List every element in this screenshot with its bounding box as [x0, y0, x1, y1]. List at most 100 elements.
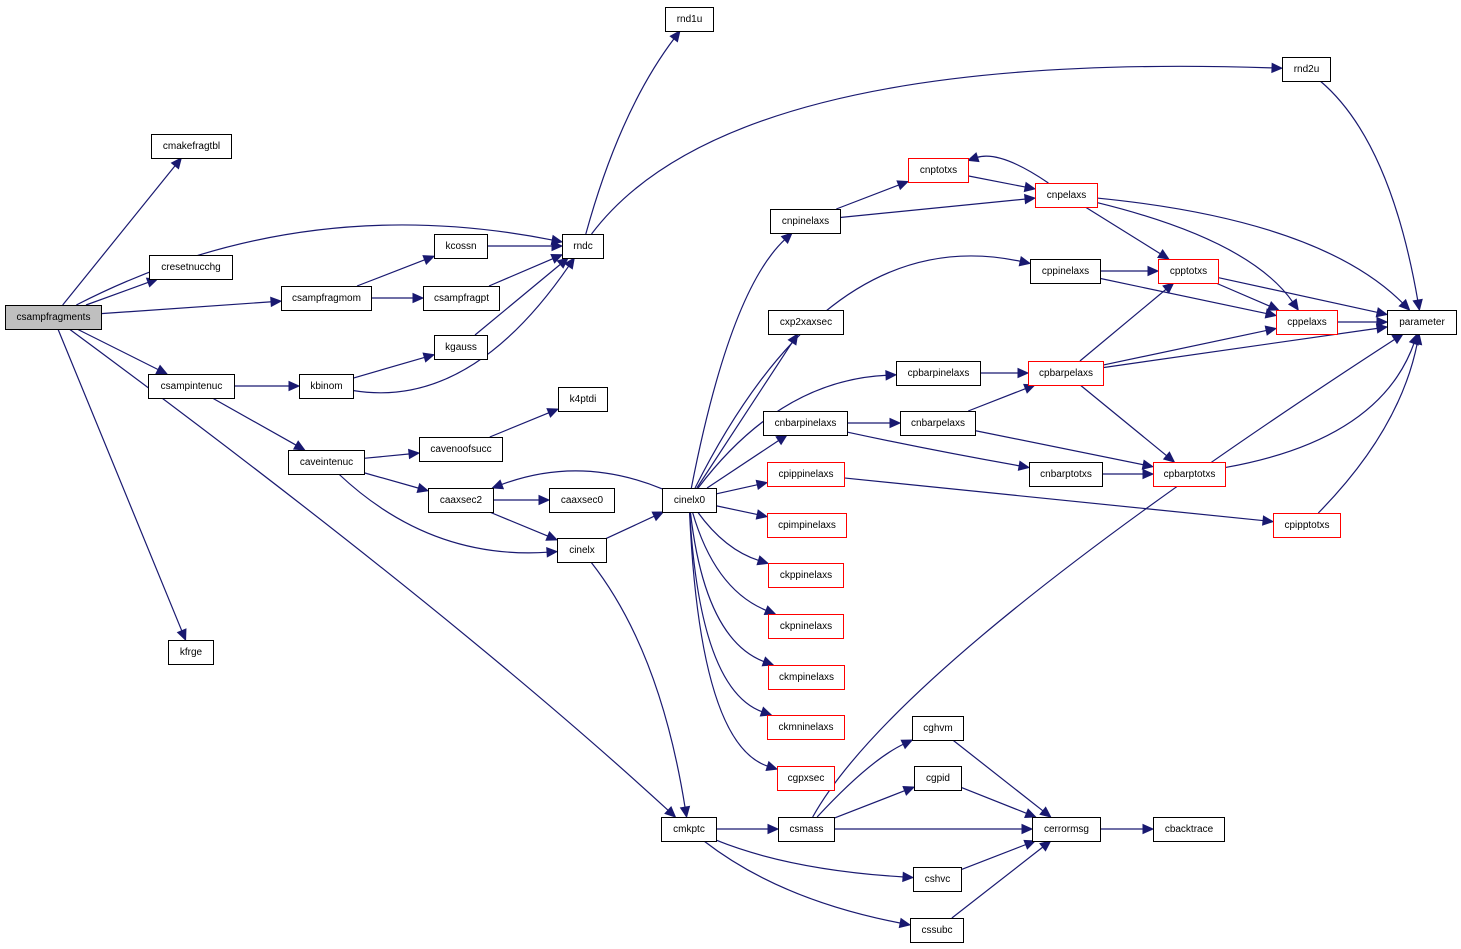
node-cgpxsec[interactable]: cgpxsec — [777, 766, 835, 791]
edge-arrowhead — [1023, 181, 1037, 193]
node-cnbarpinelaxs[interactable]: cnbarpinelaxs — [763, 411, 848, 436]
edge-line — [76, 328, 160, 371]
node-box — [767, 715, 845, 740]
edge-line — [715, 505, 759, 516]
node-cghvm[interactable]: cghvm — [912, 716, 964, 741]
node-cpptotxs[interactable]: cpptotxs — [1158, 259, 1219, 284]
node-cnptotxs[interactable]: cnptotxs — [908, 158, 969, 183]
node-label: cpipptotxs — [1284, 520, 1329, 531]
node-cpimpinelaxs[interactable]: cpimpinelaxs — [767, 513, 847, 538]
edge-arrowhead — [1162, 451, 1176, 463]
node-csampintenuc[interactable]: csampintenuc — [148, 374, 235, 399]
node-csampfragments[interactable]: csampfragments — [5, 305, 102, 330]
node-box — [1273, 513, 1341, 538]
node-cpbarpinelaxs[interactable]: cpbarpinelaxs — [896, 361, 981, 386]
node-cbacktrace[interactable]: cbacktrace — [1153, 817, 1225, 842]
edge-arrowhead — [491, 479, 505, 490]
edge-arrowhead — [651, 511, 665, 522]
edge-cnbarpelaxs-to-cpbarptotxs — [974, 430, 1155, 470]
node-ckpninelaxs[interactable]: ckpninelaxs — [768, 614, 844, 639]
node-cmakefragtbl[interactable]: cmakefragtbl — [151, 134, 232, 159]
node-kfrge[interactable]: kfrge — [168, 640, 214, 665]
node-cresetnucchg[interactable]: cresetnucchg — [149, 255, 233, 280]
edge-line — [839, 198, 1027, 219]
node-rnd2u[interactable]: rnd2u — [1282, 57, 1331, 82]
edge-line — [338, 473, 549, 554]
node-cpippinelaxs[interactable]: cpippinelaxs — [767, 462, 845, 487]
edge-arrowhead — [900, 739, 914, 750]
edge-line — [1099, 277, 1268, 315]
edge-line — [62, 164, 177, 306]
edge-arrowhead — [288, 380, 301, 392]
edge-kcossn-to-rndc — [487, 240, 564, 252]
node-cgpid[interactable]: cgpid — [914, 766, 962, 791]
edge-line — [697, 374, 888, 489]
node-cpbarpelaxs[interactable]: cpbarpelaxs — [1028, 361, 1104, 386]
node-box — [558, 387, 608, 412]
edge-arrowhead — [761, 656, 775, 667]
edge-cshvc-to-cerrormsg — [960, 839, 1037, 871]
edge-cinelx0-to-ckmpinelaxs — [689, 511, 775, 667]
node-ckppinelaxs[interactable]: ckppinelaxs — [768, 563, 844, 588]
node-ckmninelaxs[interactable]: ckmninelaxs — [767, 715, 845, 740]
edge-cinelx0-to-cgpxsec — [688, 511, 779, 771]
edge-cmkptc-to-cshvc — [715, 839, 915, 883]
node-cnbarpelaxs[interactable]: cnbarpelaxs — [900, 411, 976, 436]
node-cinelx0[interactable]: cinelx0 — [662, 488, 717, 513]
node-box — [423, 286, 500, 311]
edge-line — [697, 511, 760, 562]
node-cpbarptotxs[interactable]: cpbarptotxs — [1153, 462, 1226, 487]
node-label: kgauss — [445, 342, 477, 353]
node-box — [767, 462, 845, 487]
edge-arrowhead — [1287, 298, 1299, 312]
edge-arrowhead — [1023, 839, 1037, 850]
node-kbinom[interactable]: kbinom — [299, 374, 354, 399]
node-cmkptc[interactable]: cmkptc — [661, 817, 717, 842]
node-box — [1030, 259, 1101, 284]
edge-cavenoofsucc-to-k4ptdi — [489, 408, 560, 438]
node-caaxsec2[interactable]: caaxsec2 — [428, 488, 494, 513]
node-caaxsec0[interactable]: caaxsec0 — [549, 488, 615, 513]
node-kcossn[interactable]: kcossn — [434, 234, 488, 259]
edge-cnpinelaxs-to-cnptotxs — [836, 180, 910, 210]
node-csmass[interactable]: csmass — [778, 817, 835, 842]
edge-arrowhead — [416, 482, 430, 494]
node-cppinelaxs[interactable]: cppinelaxs — [1030, 259, 1101, 284]
node-cnpinelaxs[interactable]: cnpinelaxs — [770, 209, 841, 234]
node-cppelaxs[interactable]: cppelaxs — [1276, 310, 1338, 335]
edge-line — [715, 839, 905, 878]
node-csampfragmom[interactable]: csampfragmom — [281, 286, 372, 311]
node-label: cshvc — [925, 874, 951, 885]
node-cerrormsg[interactable]: cerrormsg — [1032, 817, 1101, 842]
edge-arrowhead — [767, 823, 780, 835]
edge-cnbarpelaxs-to-cpbarpelaxs — [968, 383, 1036, 412]
node-cinelx[interactable]: cinelx — [557, 538, 607, 563]
edge-line — [706, 439, 780, 489]
node-box — [1282, 57, 1331, 82]
node-parameter[interactable]: parameter — [1387, 310, 1457, 335]
node-cssubc[interactable]: cssubc — [910, 918, 964, 943]
node-cnpelaxs[interactable]: cnpelaxs — [1035, 183, 1098, 208]
node-cshvc[interactable]: cshvc — [913, 867, 962, 892]
node-ckmpinelaxs[interactable]: ckmpinelaxs — [768, 665, 845, 690]
edge-cpbarpelaxs-to-cpptotxs — [1079, 282, 1175, 362]
node-label: ckppinelaxs — [780, 570, 832, 581]
edge-arrowhead — [1264, 325, 1278, 336]
edge-arrowhead — [1142, 468, 1155, 480]
node-kgauss[interactable]: kgauss — [434, 335, 488, 360]
node-csampfragpt[interactable]: csampfragpt — [423, 286, 500, 311]
node-cnbarptotxs[interactable]: cnbarptotxs — [1029, 462, 1103, 487]
node-k4ptdi[interactable]: k4ptdi — [558, 387, 608, 412]
node-rnd1u[interactable]: rnd1u — [665, 7, 714, 32]
node-cavenoofsucc[interactable]: cavenoofsucc — [419, 437, 503, 462]
edge-cinelx0-to-caaxsec2 — [491, 470, 663, 490]
edge-arrowhead — [765, 760, 779, 771]
node-cpipptotxs[interactable]: cpipptotxs — [1273, 513, 1341, 538]
edge-arrowhead — [1018, 256, 1032, 267]
node-cxp2xaxsec[interactable]: cxp2xaxsec — [768, 310, 844, 335]
node-caveintenuc[interactable]: caveintenuc — [288, 450, 365, 475]
node-rndc[interactable]: rndc — [562, 234, 604, 259]
edge-arrowhead — [155, 364, 169, 375]
node-label: cpbarpelaxs — [1039, 368, 1093, 379]
edge-arrowhead — [755, 479, 769, 491]
